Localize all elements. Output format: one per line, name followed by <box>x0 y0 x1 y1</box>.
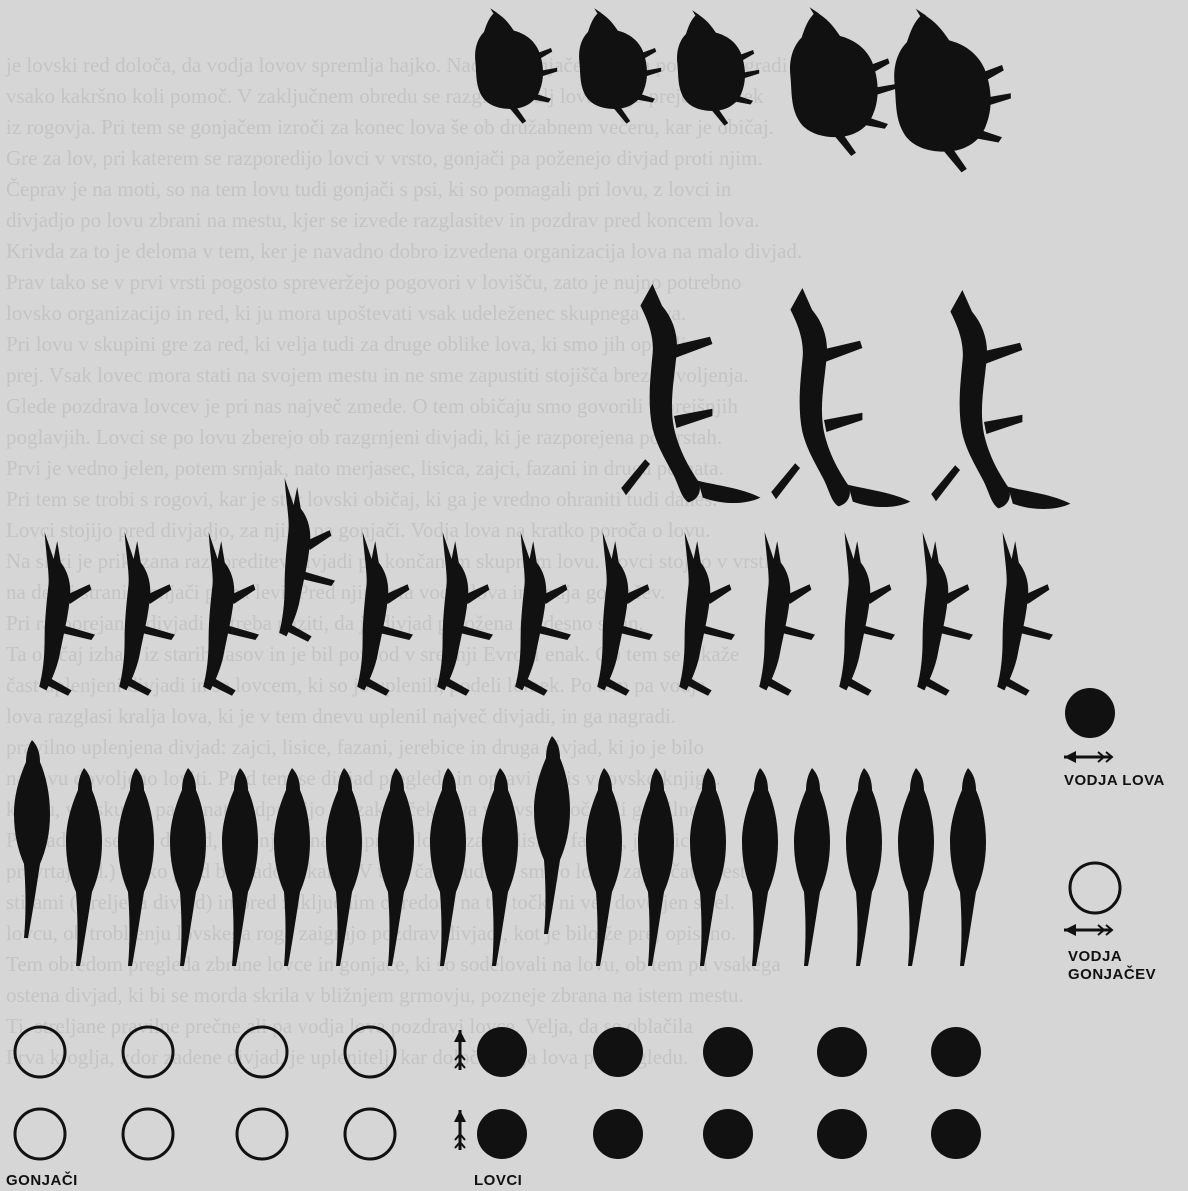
pheasant-silhouette <box>950 768 986 966</box>
pheasant-silhouette <box>66 768 102 966</box>
hare-silhouette <box>357 532 413 696</box>
hunters-label: LOVCI <box>474 1172 522 1190</box>
hunter-marker <box>477 1027 527 1077</box>
pheasant-silhouette <box>586 768 622 966</box>
pheasant-silhouette <box>742 768 778 966</box>
beater-marker <box>237 1027 287 1077</box>
beater-marker <box>123 1027 173 1077</box>
pheasant-silhouette <box>690 768 726 966</box>
pheasant-silhouette <box>14 740 50 938</box>
hare-silhouette <box>597 532 653 696</box>
boar-silhouette <box>475 8 557 123</box>
hunter-marker <box>931 1027 981 1077</box>
hare-silhouette <box>515 532 571 696</box>
boar-silhouette <box>579 8 661 123</box>
pheasant-silhouette <box>378 768 414 966</box>
hare-silhouette <box>997 532 1053 696</box>
fox-silhouette <box>931 290 1070 509</box>
boar-silhouette <box>677 10 759 125</box>
hare-silhouette <box>759 532 815 696</box>
hunter-marker <box>703 1027 753 1077</box>
pheasant-silhouette <box>846 768 882 966</box>
pheasant-silhouette <box>534 736 570 934</box>
pheasant-silhouette <box>118 768 154 966</box>
hare-silhouette <box>119 532 175 696</box>
hare-silhouette <box>203 532 259 696</box>
pheasant-silhouette <box>326 768 362 966</box>
beater-marker <box>345 1109 395 1159</box>
beater-marker <box>123 1109 173 1159</box>
hunter-marker <box>593 1109 643 1159</box>
hunter-marker <box>817 1027 867 1077</box>
pheasant-silhouette <box>898 768 934 966</box>
legend-beaters-leader-marker <box>1070 863 1120 913</box>
direction-arrow <box>454 1110 466 1150</box>
legend-hunt-leader-label: VODJA LOVA <box>1064 772 1165 790</box>
fox-silhouette <box>771 288 910 507</box>
fox-silhouette <box>621 284 760 503</box>
beater-marker <box>15 1109 65 1159</box>
hare-silhouette <box>437 532 493 696</box>
pheasant-silhouette <box>482 768 518 966</box>
hare-silhouette <box>279 478 335 642</box>
legend-beaters-leader-arrow <box>1064 924 1112 936</box>
hare-silhouette <box>839 532 895 696</box>
pheasant-silhouette <box>170 768 206 966</box>
legend-hunt-leader-arrow <box>1064 751 1112 763</box>
pheasant-silhouette <box>430 768 466 966</box>
boar-silhouette <box>894 9 1011 173</box>
hunter-marker <box>817 1109 867 1159</box>
hunter-marker <box>593 1027 643 1077</box>
hunter-marker <box>931 1109 981 1159</box>
pheasant-silhouette <box>222 768 258 966</box>
hunter-marker <box>703 1109 753 1159</box>
pheasant-silhouette <box>274 768 310 966</box>
beater-marker <box>345 1027 395 1077</box>
legend-beaters-leader-label: VODJA GONJAČEV <box>1068 948 1178 984</box>
legend-hunt-leader-marker <box>1065 688 1115 738</box>
hare-silhouette <box>917 532 973 696</box>
beater-marker <box>15 1027 65 1077</box>
hunter-marker <box>477 1109 527 1159</box>
hare-silhouette <box>39 532 95 696</box>
direction-arrow <box>454 1030 466 1070</box>
hare-silhouette <box>679 532 735 696</box>
pheasant-silhouette <box>794 768 830 966</box>
pheasant-silhouette <box>638 768 674 966</box>
beaters-label: GONJAČI <box>6 1172 78 1190</box>
boar-silhouette <box>790 7 896 156</box>
beater-marker <box>237 1109 287 1159</box>
